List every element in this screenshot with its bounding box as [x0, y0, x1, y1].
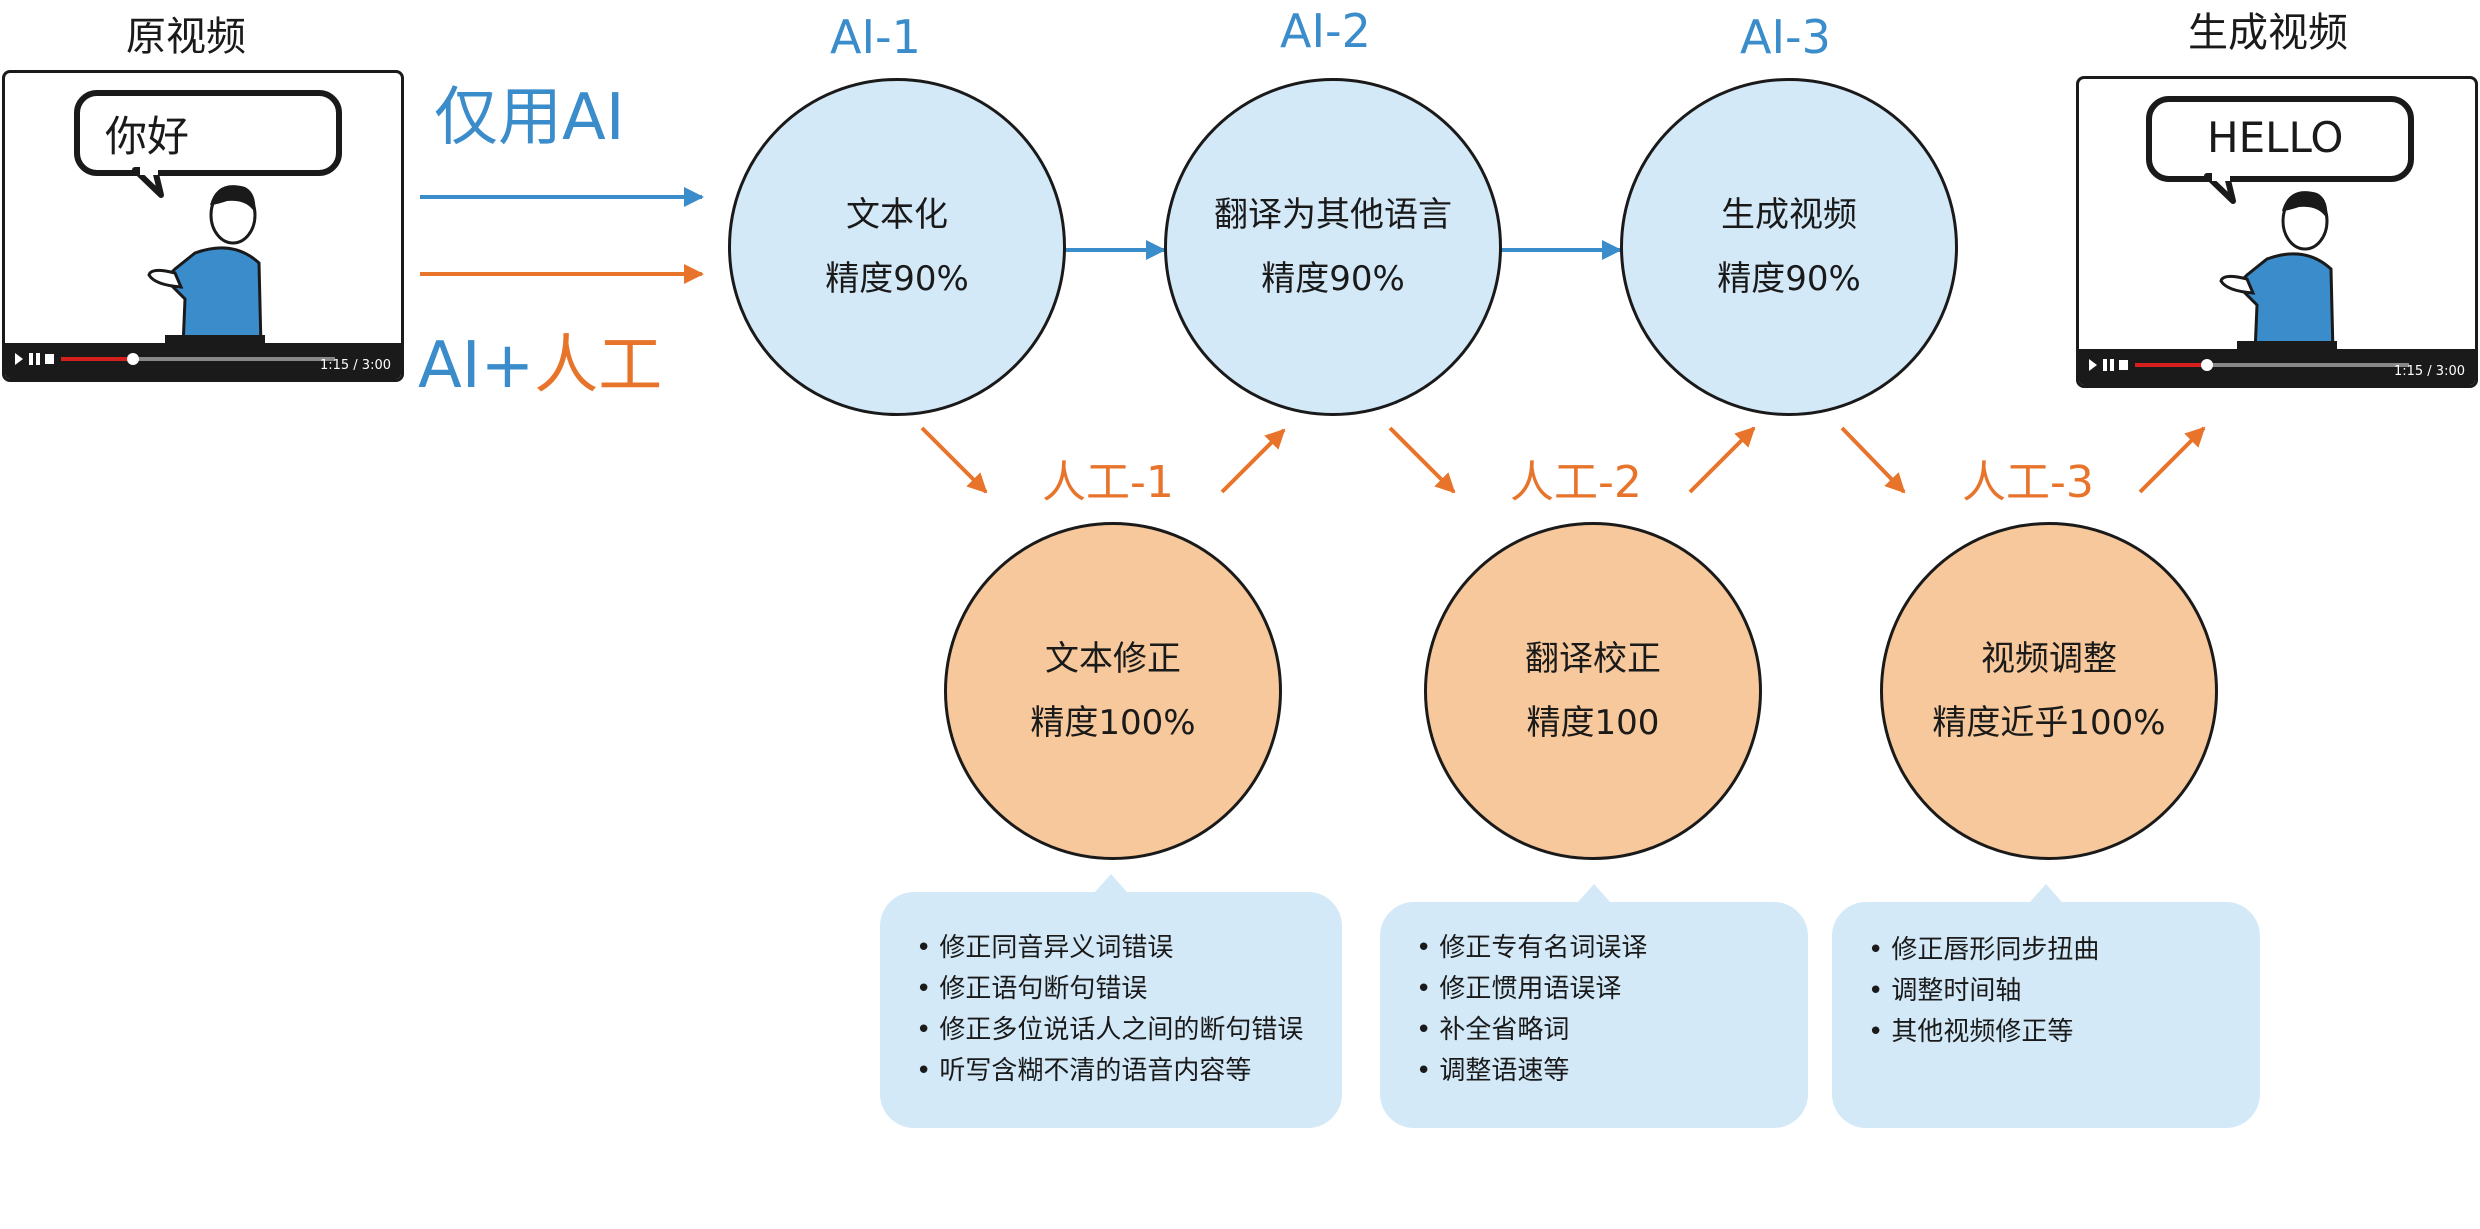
ai1-circle: 文本化 精度90% [728, 78, 1066, 416]
note-item: 调整语速等 [1416, 1051, 1808, 1092]
source-progress-bar[interactable] [5, 343, 401, 379]
output-video-frame: HELLO 1:15 / 3:00 [2076, 76, 2478, 388]
source-speech-text: 你好 [105, 112, 190, 161]
human2-accuracy: 精度100 [1526, 703, 1660, 743]
note-item: 听写含糊不清的语音内容等 [916, 1051, 1342, 1092]
human1-notes: 修正同音异义词错误 修正语句断句错误 修正多位说话人之间的断句错误 听写含糊不清… [880, 892, 1342, 1128]
ai1-label: AI-1 [830, 10, 921, 64]
human1-label: 人工-1 [1042, 457, 1174, 508]
note-item: 修正同音异义词错误 [916, 928, 1342, 969]
human3-notes: 修正唇形同步扭曲 调整时间轴 其他视频修正等 [1832, 902, 2260, 1128]
ai1-step-name: 文本化 [846, 195, 948, 235]
play-icon [2089, 359, 2097, 371]
ai-plus-text: AI+ [418, 329, 535, 403]
ai2-circle: 翻译为其他语言 精度90% [1164, 78, 1502, 416]
ai3-circle: 生成视频 精度90% [1620, 78, 1958, 416]
output-player-controls[interactable]: 1:15 / 3:00 [2079, 349, 2475, 385]
stop-icon [45, 354, 54, 364]
ai3-to-human3-arrow [1840, 426, 1906, 494]
human1-to-ai2-arrow [1220, 428, 1286, 494]
ai3-accuracy: 精度90% [1717, 259, 1861, 299]
human3-circle: 视频调整 精度近乎100% [1880, 522, 2218, 860]
pause-icon [2103, 359, 2107, 371]
human2-to-ai3-arrow [1688, 426, 1756, 494]
human3-to-output-arrow [2138, 426, 2206, 494]
note-item: 修正语句断句错误 [916, 969, 1342, 1010]
output-video-title: 生成视频 [2188, 10, 2348, 56]
output-progress-bar[interactable] [2079, 349, 2475, 385]
stop-icon [2119, 360, 2128, 370]
human2-label: 人工-2 [1510, 457, 1642, 508]
play-icon [15, 353, 23, 365]
note-item: 修正唇形同步扭曲 [1868, 930, 2260, 971]
ai-only-label: 仅用AI [434, 81, 625, 155]
source-video-frame: 你好 1:15 / 3:00 [2, 70, 404, 382]
ai3-label: AI-3 [1740, 10, 1831, 64]
ai1-accuracy: 精度90% [825, 259, 969, 299]
human3-accuracy: 精度近乎100% [1932, 703, 2166, 743]
human1-accuracy: 精度100% [1030, 703, 1196, 743]
source-player-controls[interactable]: 1:15 / 3:00 [5, 343, 401, 379]
human1-circle: 文本修正 精度100% [944, 522, 1282, 860]
note-item: 其他视频修正等 [1868, 1012, 2260, 1053]
note-item: 调整时间轴 [1868, 971, 2260, 1012]
human-text: 人工 [534, 329, 663, 403]
ai-plus-human-label: AI+人工 [418, 314, 662, 406]
ai3-step-name: 生成视频 [1721, 195, 1857, 235]
note-item: 补全省略词 [1416, 1010, 1808, 1051]
ai1-to-human1-arrow [920, 426, 988, 494]
ai2-to-human2-arrow [1388, 426, 1456, 494]
ai2-accuracy: 精度90% [1261, 259, 1405, 299]
output-speech-text: HELLO [2207, 113, 2344, 162]
note-item: 修正专有名词误译 [1416, 928, 1808, 969]
source-video-title: 原视频 [126, 14, 246, 60]
human3-label: 人工-3 [1962, 457, 2094, 508]
ai2-step-name: 翻译为其他语言 [1214, 195, 1452, 235]
human2-circle: 翻译校正 精度100 [1424, 522, 1762, 860]
pause-icon [29, 353, 33, 365]
ai2-label: AI-2 [1280, 4, 1371, 58]
speaker-illustration [74, 90, 342, 349]
human3-step-name: 视频调整 [1981, 639, 2117, 679]
human2-notes: 修正专有名词误译 修正惯用语误译 补全省略词 调整语速等 [1380, 902, 1808, 1128]
human2-step-name: 翻译校正 [1525, 639, 1661, 679]
source-timestamp: 1:15 / 3:00 [319, 358, 391, 373]
human1-step-name: 文本修正 [1045, 639, 1181, 679]
note-item: 修正多位说话人之间的断句错误 [916, 1010, 1342, 1051]
output-timestamp: 1:15 / 3:00 [2393, 364, 2465, 379]
note-item: 修正惯用语误译 [1416, 969, 1808, 1010]
